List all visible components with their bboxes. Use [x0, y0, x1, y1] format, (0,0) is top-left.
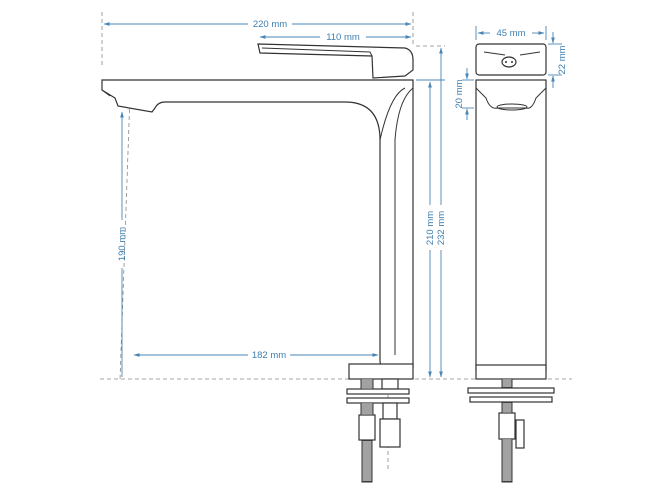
dim-210: 210 mm	[425, 211, 436, 245]
dim-110: 110 mm	[326, 32, 360, 43]
dim-45: 45 mm	[496, 28, 525, 39]
faucet-side-view	[101, 43, 414, 483]
lever-logo-icon	[501, 56, 517, 68]
faucet-front-view	[467, 43, 555, 483]
dim-182: 182 mm	[252, 350, 286, 361]
dim-22: 22 mm	[557, 45, 568, 74]
dimensions: 220 mm 110 mm 190 mm 182 mm 210 mm 232 m…	[103, 19, 568, 378]
dim-232: 232 mm	[436, 211, 447, 245]
dim-220: 220 mm	[253, 19, 287, 30]
dim-20: 20 mm	[454, 79, 465, 108]
dim-190: 190 mm	[117, 227, 128, 261]
